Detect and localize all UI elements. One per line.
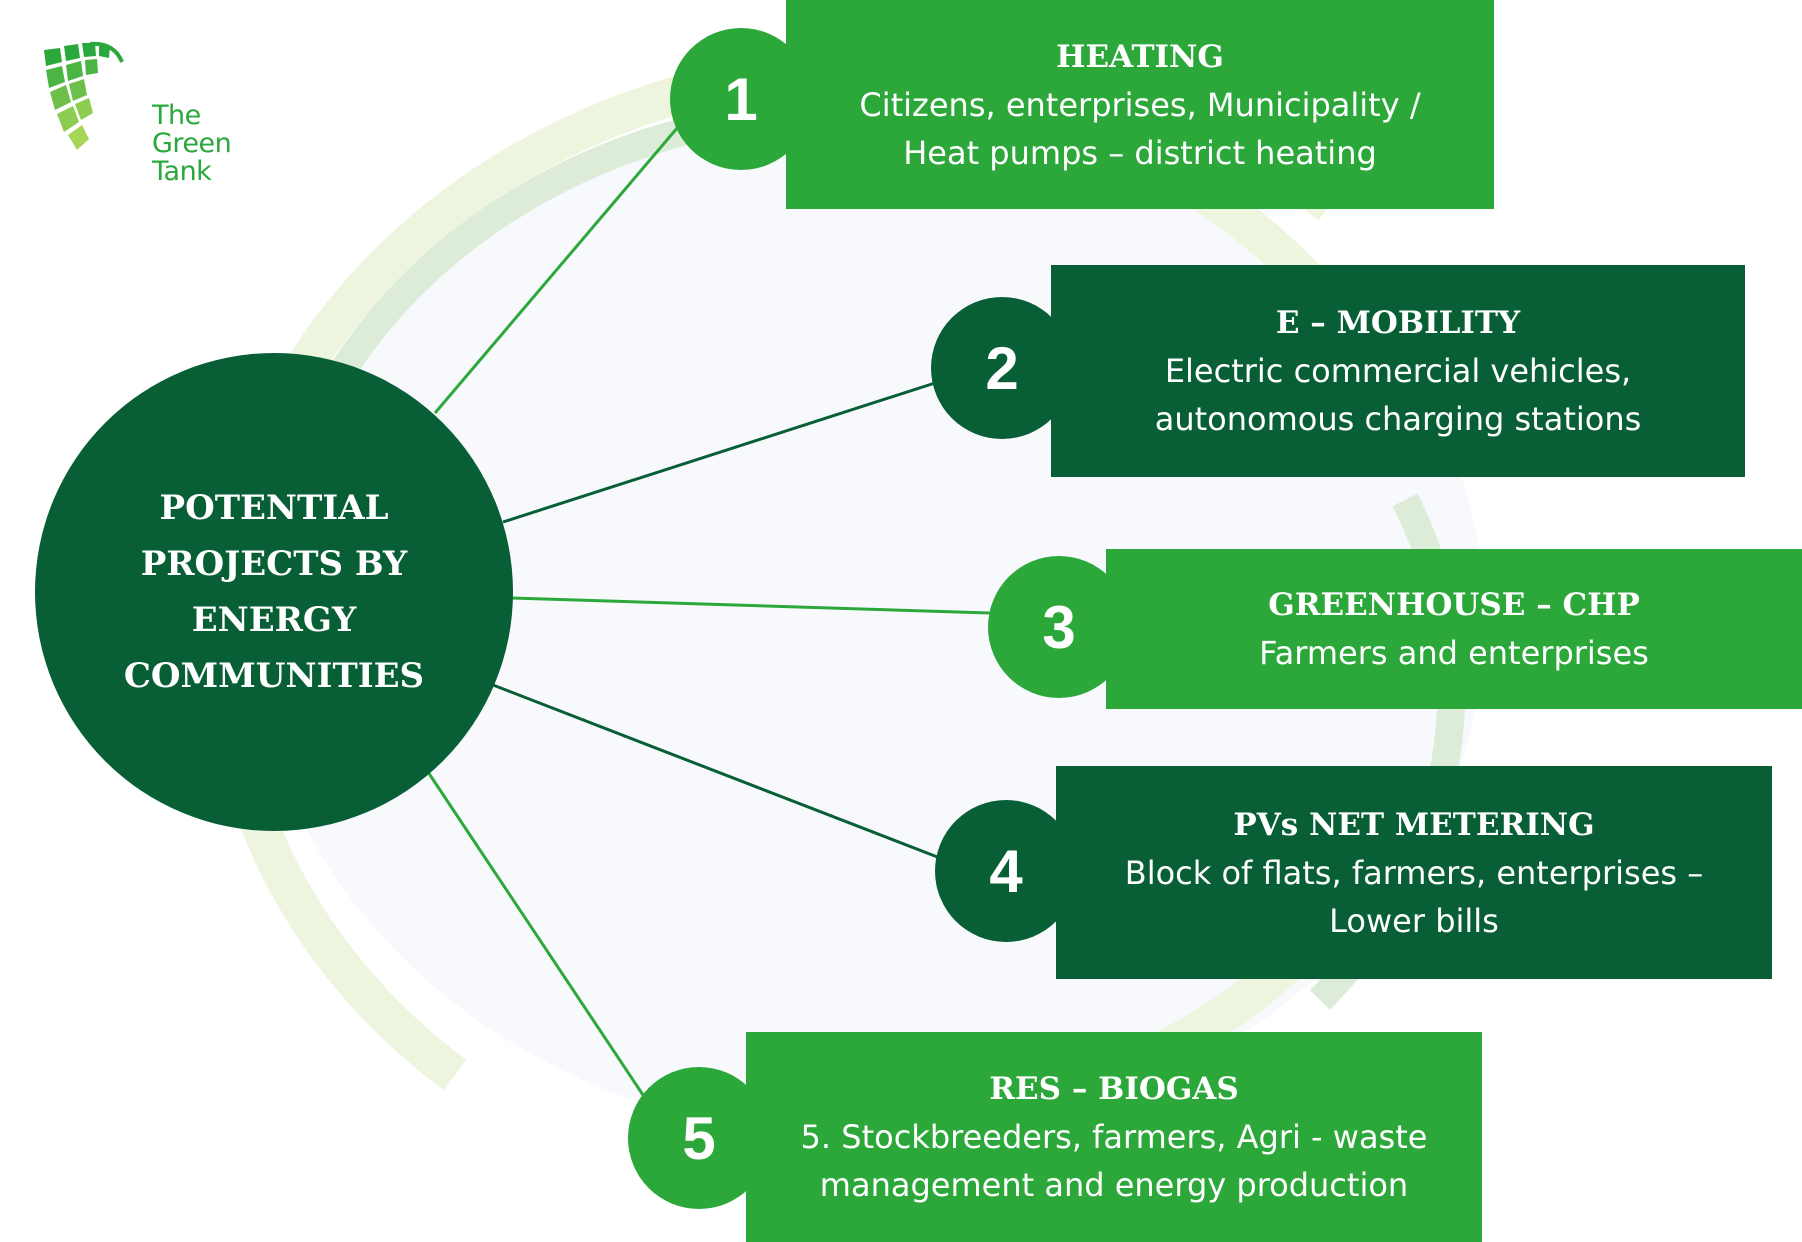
- number-badge-4: 4: [935, 800, 1077, 942]
- project-description: Citizens, enterprises, Municipality / He…: [859, 85, 1421, 172]
- project-description: 5. Stockbreeders, farmers, Agri - waste …: [800, 1118, 1428, 1204]
- project-title: GREENHOUSE – CHP: [1268, 587, 1640, 623]
- number-badge-2: 2: [931, 297, 1073, 439]
- central-hub-circle: POTENTIAL PROJECTS BY ENERGY COMMUNITIES: [35, 353, 513, 831]
- connector-line-5: [426, 771, 647, 1099]
- connector-line-2: [502, 381, 936, 524]
- logo-line-1: The: [152, 100, 201, 131]
- number-badge-5: 5: [628, 1067, 770, 1209]
- project-title: HEATING: [1056, 38, 1224, 75]
- number-label: 4: [989, 837, 1023, 905]
- project-box-heating: HEATING Citizens, enterprises, Municipal…: [786, 0, 1494, 209]
- project-title: PVs NET METERING: [1233, 806, 1595, 843]
- project-box-pvs-net-metering: PVs NET METERING Block of flats, farmers…: [1056, 766, 1772, 979]
- project-title: E – MOBILITY: [1275, 305, 1521, 341]
- project-description: Electric commercial vehicles, autonomous…: [1154, 352, 1642, 438]
- number-label: 3: [1042, 593, 1076, 661]
- connector-line-3: [511, 596, 991, 615]
- number-badge-1: 1: [670, 28, 812, 170]
- hub-title: POTENTIAL PROJECTS BY ENERGY COMMUNITIES: [123, 488, 425, 696]
- logo-text: The Green Tank: [152, 100, 232, 187]
- project-description: Block of flats, farmers, enterprises – L…: [1124, 853, 1704, 940]
- project-box-e-mobility: E – MOBILITY Electric commercial vehicle…: [1051, 265, 1745, 477]
- logo-mark-icon: [44, 41, 124, 150]
- project-title: RES – BIOGAS: [989, 1071, 1239, 1107]
- logo-line-2: Green: [152, 128, 232, 159]
- number-label: 2: [985, 334, 1019, 402]
- number-label: 1: [724, 65, 758, 133]
- project-box-greenhouse-chp: GREENHOUSE – CHP Farmers and enterprises: [1106, 549, 1802, 709]
- connector-line-4: [492, 683, 941, 860]
- number-label: 5: [682, 1104, 716, 1172]
- project-box-res-biogas: RES – BIOGAS 5. Stockbreeders, farmers, …: [746, 1032, 1482, 1242]
- project-description: Farmers and enterprises: [1259, 634, 1649, 672]
- number-badge-3: 3: [988, 556, 1130, 698]
- logo-line-3: Tank: [152, 156, 212, 187]
- connector-line-1: [433, 126, 680, 414]
- the-green-tank-logo: The Green Tank: [40, 40, 232, 186]
